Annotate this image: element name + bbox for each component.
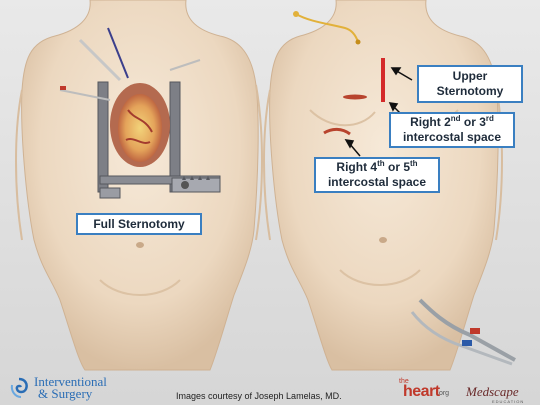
medscape-logo: Medscape [466,384,519,399]
heart-main: heart [403,383,440,400]
logo-line1: Interventional [34,374,107,389]
upper-sternotomy-label: Upper Sternotomy [417,65,523,103]
full-sternotomy-label: Full Sternotomy [76,213,202,235]
swirl-logo-icon [10,377,28,398]
torso-left [15,0,263,371]
medscape-education: EDUCATION [492,399,525,404]
full-sternotomy-text: Full Sternotomy [93,216,185,231]
right-4th-5th-label: Right 4th or 5th intercostal space [314,157,440,193]
right-45-line1: Right 4th or 5th [336,159,418,175]
upper-sternotomy-incision [381,58,385,102]
upper-sternotomy-line2: Sternotomy [436,84,504,98]
femoral-cannulas [410,298,516,366]
logo-line2: & Surgery [38,386,93,401]
heart-the: the [399,378,409,385]
incisions [323,58,385,136]
right-23-line2: intercostal space [402,130,502,144]
heart-org: .org [437,390,450,397]
image-credit: Images courtesy of Joseph Lamelas, MD. [176,391,342,401]
right-23-line1: Right 2nd or 3rd [410,114,494,130]
exposed-heart [110,83,170,167]
sternotomy-retractor [97,81,221,199]
heart-org-logo: the heart .org [399,378,459,402]
upper-sternotomy-line1: Upper [452,69,488,83]
right-45-line2: intercostal space [327,175,427,189]
right-4th-5th-incision [323,127,351,136]
surgical-cannulas [59,27,201,101]
footer: Interventional & Surgery Images courtesy… [0,372,540,405]
right-2nd-3rd-label: Right 2nd or 3rd intercostal space [389,112,515,148]
iv-catheter [293,11,361,45]
right-2nd-3rd-incision [343,94,367,100]
interventional-surgery-logo: Interventional & Surgery [8,374,128,402]
